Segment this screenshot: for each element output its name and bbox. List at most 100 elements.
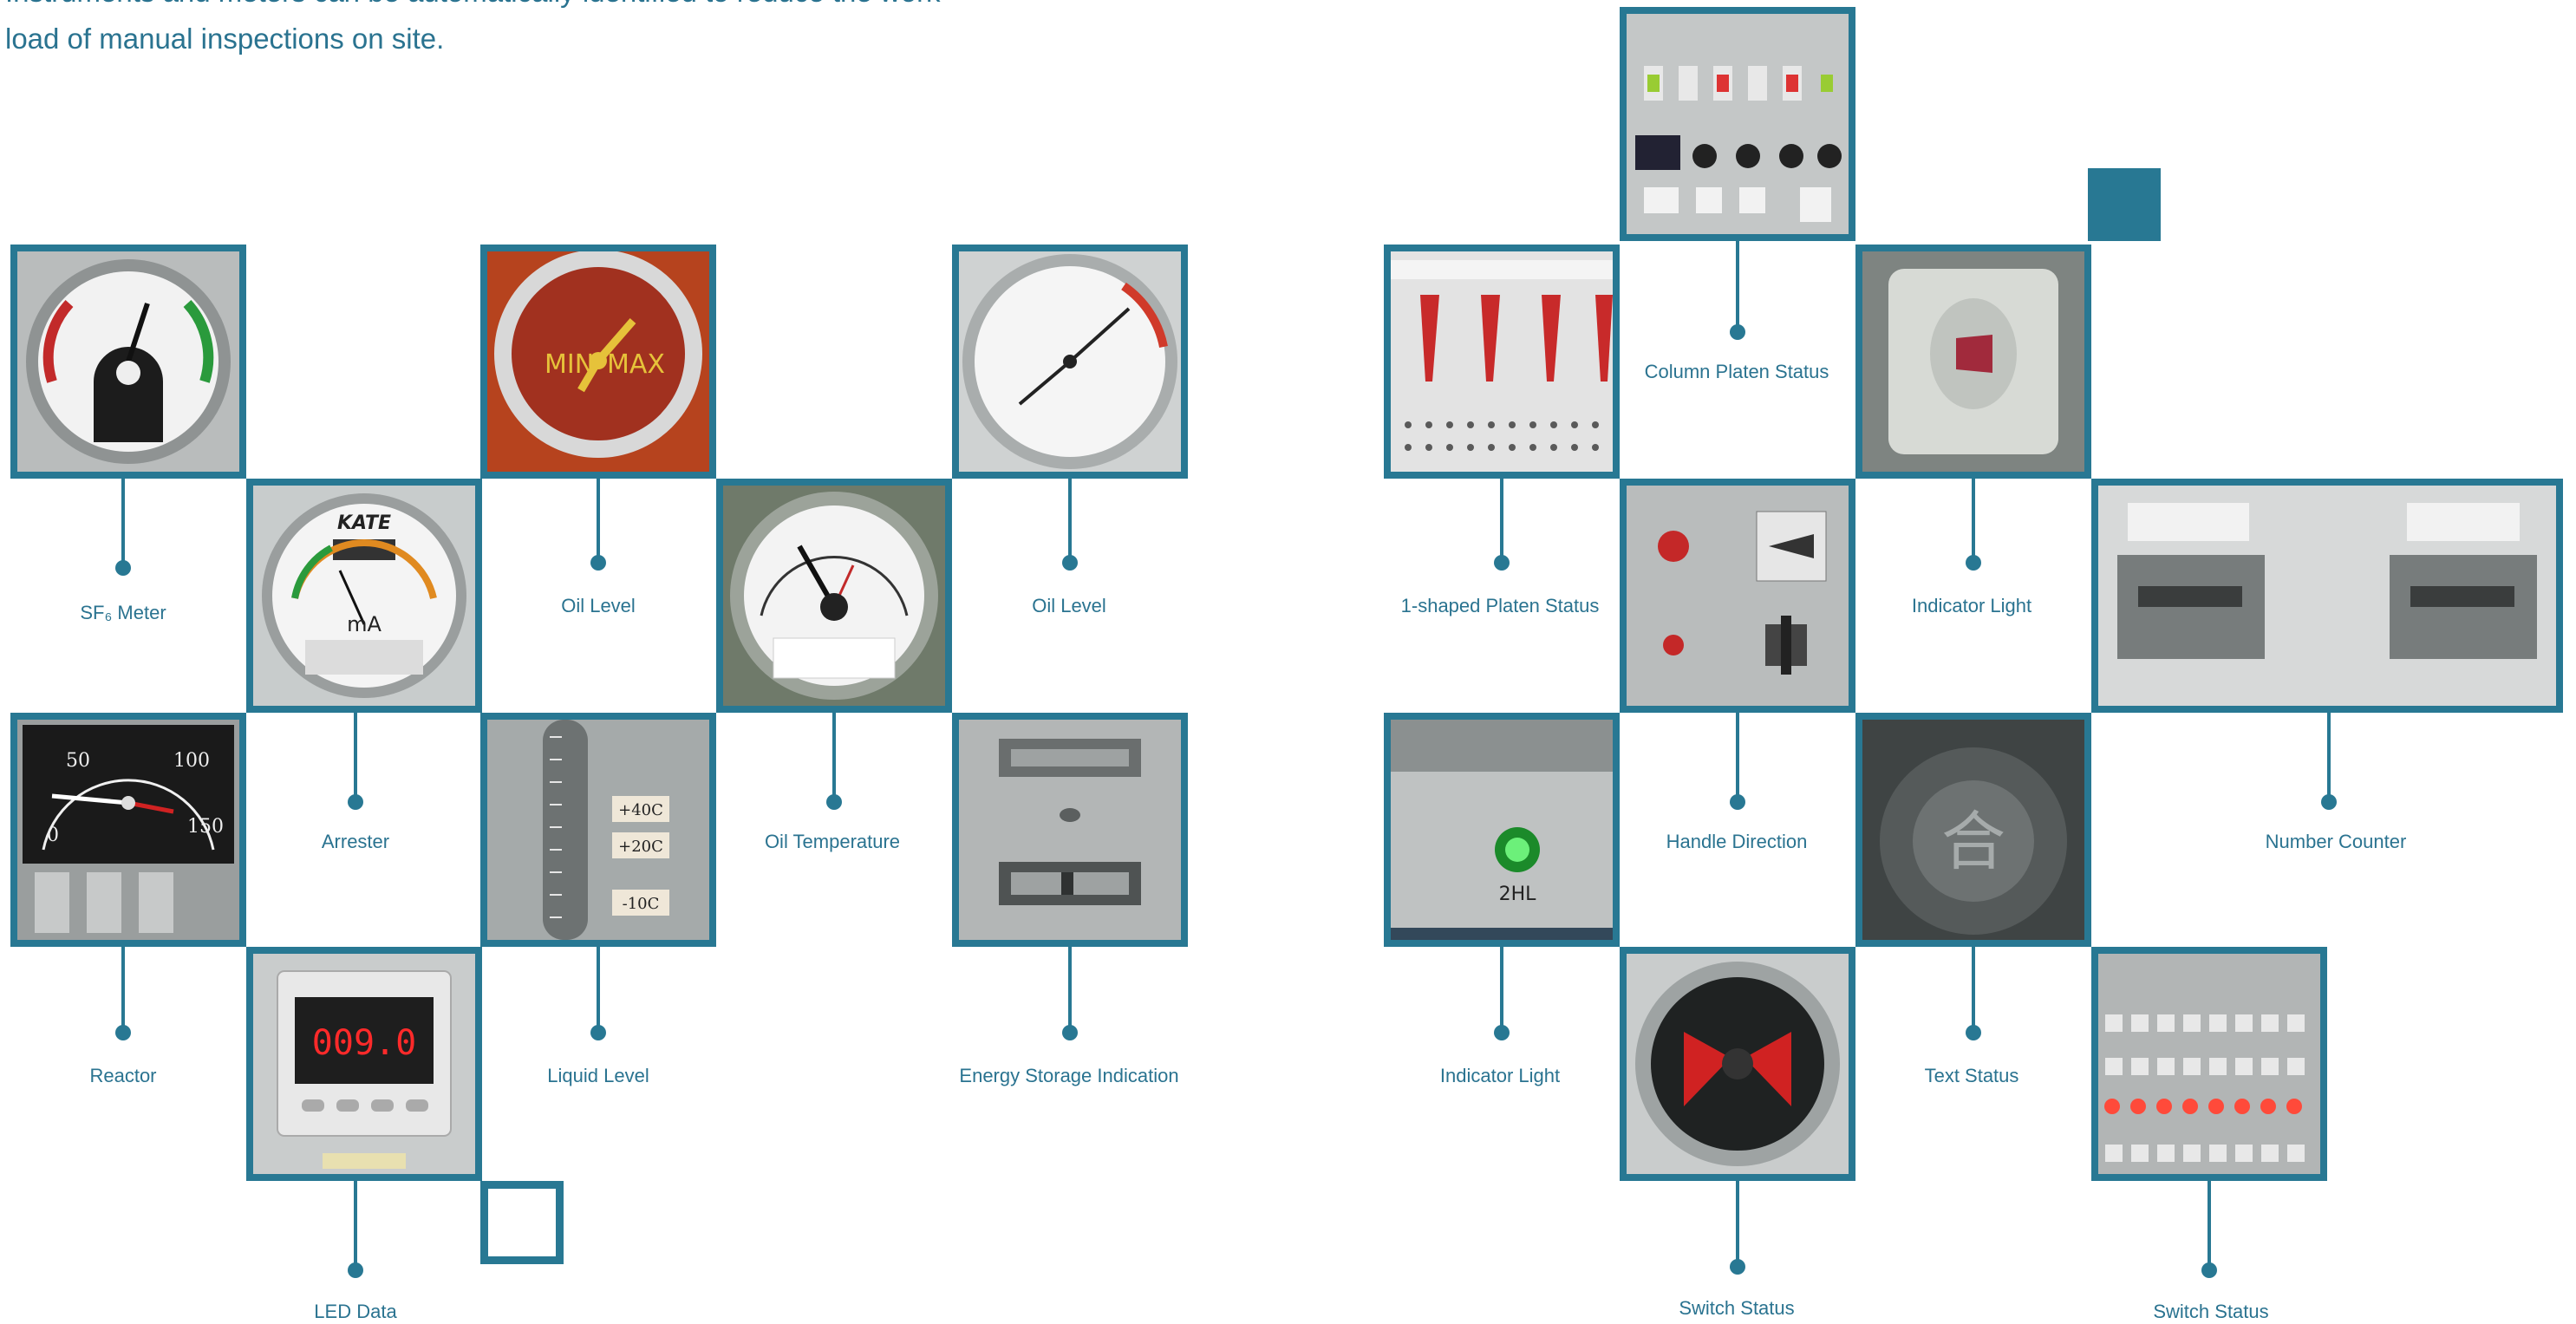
green-indicator-light-icon: 2HL [1391,720,1613,940]
status-character: 合 [1941,805,2005,879]
decorative-solid-square [2088,168,2161,241]
connector-dot [1730,324,1745,340]
connector-line [1972,479,1975,560]
handle-direction-photo [1620,479,1855,713]
dial-50: 50 [66,750,90,772]
connector-line [1736,713,1739,799]
connector-dot [348,794,363,810]
intro-line-2: load of manual inspections on site. [5,23,445,55]
temp-plus20: +20C [618,838,663,856]
dial-0: 0 [47,825,59,846]
connector-dot [2321,794,2337,810]
label-oil-level-1: Oil Level [561,595,636,616]
max-text: MAX [607,349,665,380]
indicator-light-photo-1 [1855,245,2091,479]
oil-level-photo-2 [952,245,1188,479]
column-platen-photo [1620,7,1855,241]
decorative-outline-square [480,1181,564,1264]
label-arrester: Arrester [321,831,390,852]
connector-dot [1730,1259,1745,1275]
temp-plus40: +40C [618,801,663,819]
connector-dot [115,560,131,576]
reactor-photo: 50 100 150 0 [10,713,246,947]
label-led-data: LED Data [314,1301,397,1322]
switch-status-photo-1 [1620,947,1855,1181]
reactor-gauge-icon: 50 100 150 0 [17,720,239,940]
connector-line [1068,479,1072,560]
led-data-photo: 009.0 [246,947,482,1181]
indicator-box-icon [1862,251,2084,472]
label-switch-status-1: Switch Status [1679,1297,1795,1319]
connector-line [354,1181,357,1268]
dial-100: 100 [173,750,210,772]
connector-dot [1062,555,1078,571]
unit-text: mA [347,612,382,636]
dial-150: 150 [187,816,224,838]
label-liquid-level: Liquid Level [547,1065,649,1086]
connector-line [1972,947,1975,1030]
thermometer-gauge-icon [723,486,945,706]
number-counter-photo [2091,479,2563,713]
connector-line [597,479,600,560]
led-display-icon: 009.0 [253,954,475,1174]
red-platen-switches-icon [1391,251,1613,472]
connector-dot [2201,1262,2217,1278]
label-one-shaped-platen: 1-shaped Platen Status [1400,595,1600,616]
indicator-code: 2HL [1499,884,1537,905]
energy-storage-indicator-icon [959,720,1181,940]
label-energy-storage: Energy Storage Indication [959,1065,1179,1086]
text-status-photo: 合 [1855,713,2091,947]
text-status-icon: 合 [1862,720,2084,940]
connector-line [121,947,125,1030]
connector-line [2208,1181,2211,1268]
liquid-level-gauge-icon: +40C +20C -10C [487,720,709,940]
number-counter-icon [2098,486,2556,706]
label-column-platen: Column Platen Status [1644,361,1829,382]
connector-dot [1494,555,1510,571]
energy-storage-photo [952,713,1188,947]
label-handle-direction: Handle Direction [1666,831,1808,852]
connector-dot [1966,1025,1981,1040]
label-oil-temperature: Oil Temperature [764,831,901,852]
connector-dot [1062,1025,1078,1040]
connector-dot [590,555,606,571]
arrester-meter-icon: KATE mA [253,486,475,706]
connector-dot [348,1262,363,1278]
oil-level-photo-1: MIN MAX [480,245,716,479]
oil-temperature-photo [716,479,952,713]
handle-switch-icon [1627,486,1849,706]
connector-dot [590,1025,606,1040]
label-switch-status-2: Switch Status [2153,1301,2269,1322]
label-indicator-light-2: Indicator Light [1439,1065,1561,1086]
label-oil-level-2: Oil Level [1032,595,1106,616]
switch-knob-icon [1627,954,1849,1174]
oil-level-dial-icon [959,251,1181,472]
one-shaped-platen-photo [1384,245,1620,479]
temp-minus10: -10C [623,895,660,913]
connector-dot [1730,794,1745,810]
connector-line [2327,713,2331,799]
label-indicator-light-1: Indicator Light [1911,595,2032,616]
connector-line [1736,1181,1739,1264]
connector-line [1500,947,1503,1030]
intro-line-1: Instruments and meters can be automatica… [5,0,1028,16]
arrester-photo: KATE mA [246,479,482,713]
connector-dot [115,1025,131,1040]
intro-text: Instruments and meters can be automatica… [5,0,1028,62]
connector-line [1736,241,1739,329]
connector-dot [826,794,842,810]
indicator-light-photo-2: 2HL [1384,713,1620,947]
connector-dot [1966,555,1981,571]
connector-line [354,713,357,799]
label-text-status: Text Status [1924,1065,2019,1086]
brand-text: KATE [337,512,391,534]
led-reading: 009.0 [312,1023,416,1063]
sf6-meter-photo [10,245,246,479]
switch-lights-panel-icon [2098,954,2320,1174]
connector-line [121,479,125,565]
oil-level-gauge-icon: MIN MAX [487,251,709,472]
switch-status-photo-2 [2091,947,2327,1181]
connector-line [597,947,600,1030]
connector-line [1500,479,1503,560]
label-number-counter: Number Counter [2265,831,2407,852]
